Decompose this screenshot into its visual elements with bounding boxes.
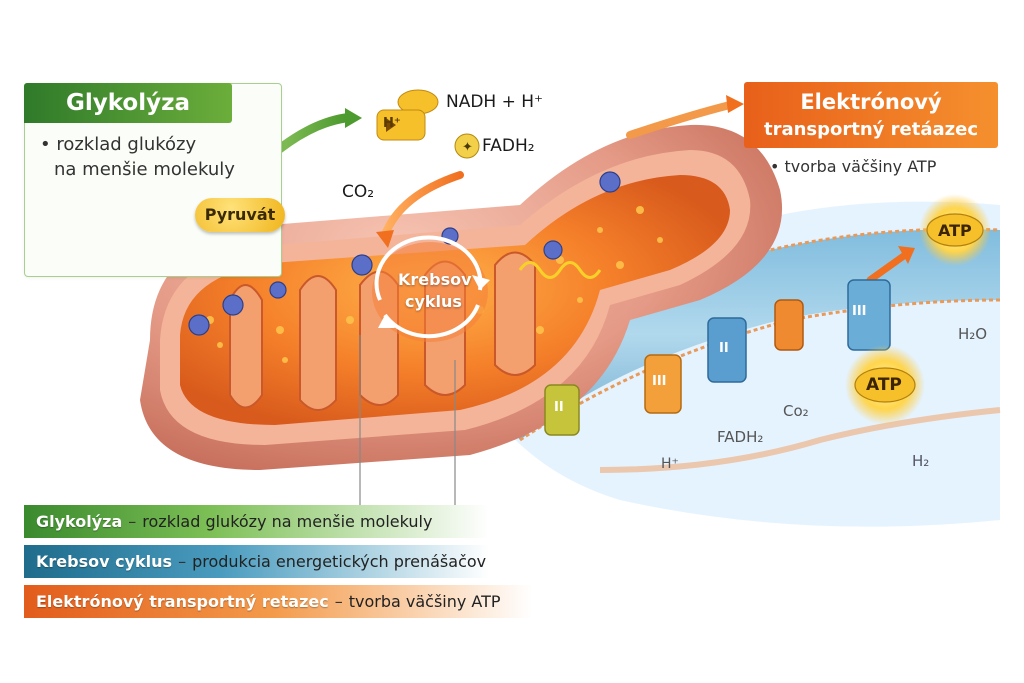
fadh2-membrane-label: FADH₂ [717, 428, 764, 446]
legend-glycolysis: Glykolýza–rozklad glukózy na menšie mole… [24, 505, 704, 538]
legend-bar [24, 585, 644, 618]
complex-label-3: II [719, 341, 729, 356]
nadh-icon [376, 89, 439, 141]
atp-label-mid: ATP [866, 375, 902, 395]
legend-bar [24, 545, 644, 578]
fadh2-icon: ✦ [454, 133, 480, 159]
atp-label-top: ATP [938, 221, 972, 240]
legend-key: Krebsov cyklus [36, 552, 173, 571]
legend-text: Elektrónový transportný retazec–tvorba v… [36, 585, 501, 618]
svg-text:✦: ✦ [462, 140, 473, 155]
legend-desc: rozklad glukózy na menšie molekuly [142, 512, 433, 531]
legend-key: Glykolýza [36, 512, 123, 531]
co2-membrane-label: Co₂ [783, 402, 809, 420]
pyruvate-label: Pyruvát [195, 198, 285, 232]
legend-desc: produkcia energetických prenášačov [192, 552, 487, 571]
krebs-label-line-1: Krebsov [398, 270, 472, 289]
legend-key: Elektrónový transportný retazec [36, 592, 329, 611]
legend-etc: Elektrónový transportný retazec–tvorba v… [24, 585, 704, 618]
etc-title-line-2: transportný retáazec [763, 119, 979, 140]
nadh-label: NADH + H⁺ [446, 92, 544, 112]
etc-description: • tvorba väčšiny ATP [770, 157, 937, 176]
etc-title: Elektrónový transportný retáazec [744, 82, 998, 148]
legend-krebs: Krebsov cyklus–produkcia energetických p… [24, 545, 704, 578]
etc-complexes [544, 279, 891, 436]
legend-sep: – [334, 592, 343, 611]
h2-bottom-label: H₂ [912, 452, 930, 470]
legend-text: Krebsov cyklus–produkcia energetických p… [36, 545, 486, 578]
h-plus-membrane-label: H⁺ [661, 456, 679, 472]
complex-label-2: III [652, 374, 667, 389]
glycolysis-desc-line-2: na menšie molekuly [54, 159, 235, 180]
h2o-label: H₂O [958, 325, 988, 343]
complex-label-4: III [852, 304, 867, 319]
legend-text: Glykolýza–rozklad glukózy na menšie mole… [36, 505, 432, 538]
atp-bursts [845, 194, 991, 425]
glycolysis-title: Glykolýza [24, 83, 232, 123]
legend-sep: – [178, 552, 187, 571]
glycolysis-description: • rozklad glukózy na menšie molekuly [40, 132, 270, 182]
etc-title-line-1: Elektrónový [800, 90, 942, 114]
complex-label-1: II [554, 400, 564, 415]
legend-bar [24, 505, 644, 538]
krebs-label-line-2: cyklus [405, 292, 462, 311]
legend-sep: – [128, 512, 137, 531]
legend-pointers [359, 335, 456, 505]
h-plus-badge: H⁺ [383, 116, 401, 131]
krebs-cycle-loop [372, 235, 490, 342]
fadh2-label: FADH₂ [482, 136, 535, 156]
glycolysis-desc-line-1: • rozklad glukózy [40, 134, 197, 155]
legend-desc: tvorba väčšiny ATP [348, 592, 501, 611]
co2-label: CO₂ [342, 182, 375, 202]
